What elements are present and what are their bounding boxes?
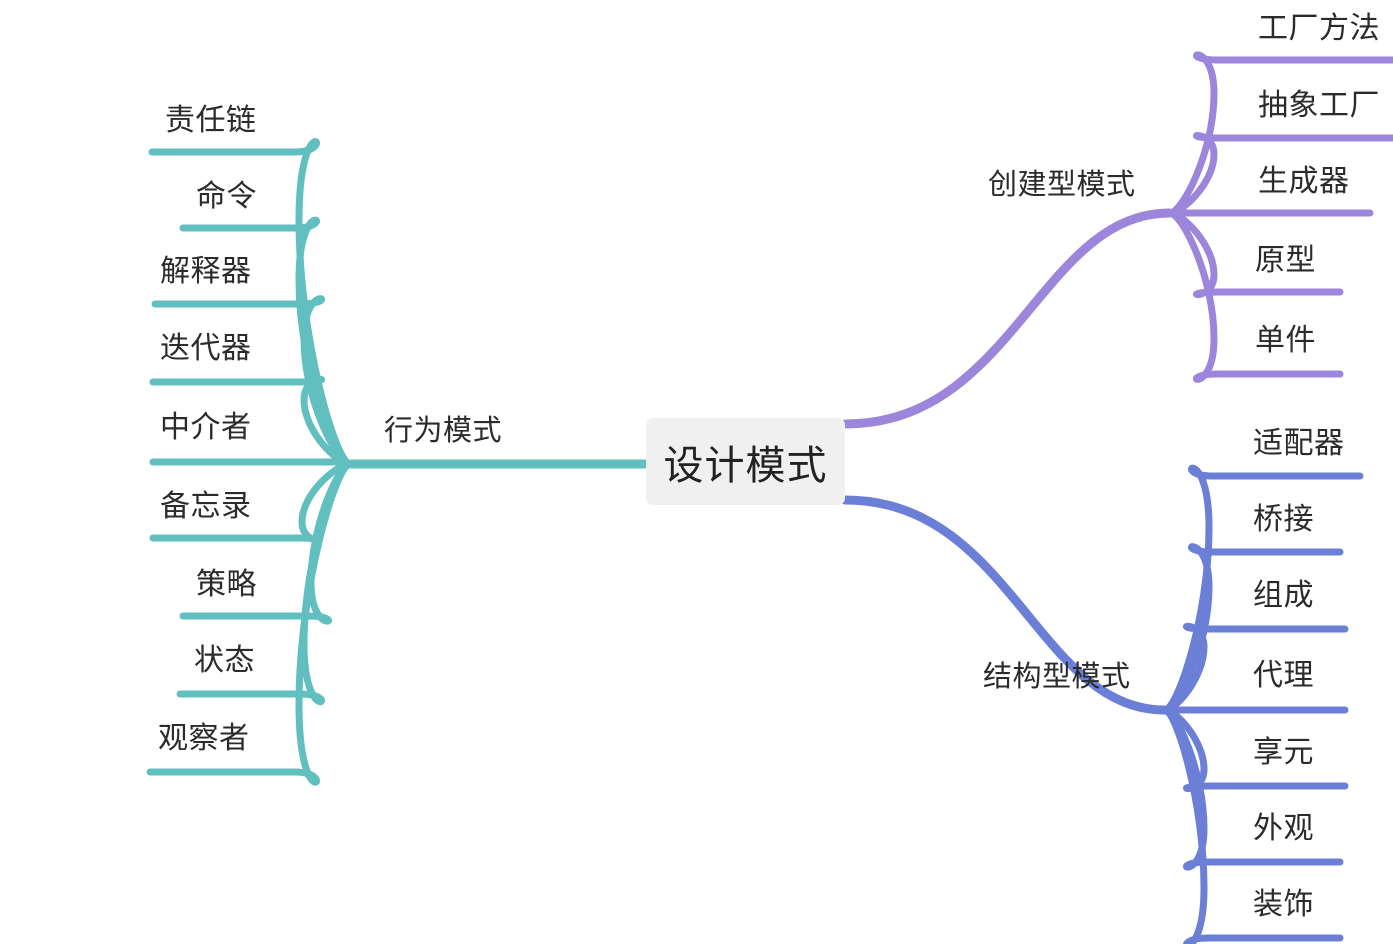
leaf-node-structural-1[interactable]: 桥接: [1253, 502, 1314, 537]
leaf-connector-structural-2: [1161, 622, 1212, 714]
leaf-node-structural-5[interactable]: 外观: [1253, 811, 1314, 846]
branch-trunk-structural: [840, 495, 1170, 715]
leaf-node-behavioral-8[interactable]: 观察者: [158, 721, 250, 756]
leaf-connector-creational-4: [1166, 209, 1222, 383]
leaf-node-structural-0[interactable]: 适配器: [1253, 426, 1345, 461]
leaf-connector-behavioral-8: [291, 460, 354, 786]
leaf-node-behavioral-6[interactable]: 策略: [196, 567, 257, 602]
leaf-node-behavioral-0[interactable]: 责任链: [165, 103, 257, 138]
leaf-node-behavioral-3[interactable]: 迭代器: [160, 331, 252, 366]
root-node[interactable]: 设计模式: [646, 418, 845, 505]
leaf-node-creational-2[interactable]: 生成器: [1258, 164, 1350, 199]
leaf-connector-creational-0: [1166, 51, 1222, 217]
leaf-node-behavioral-1[interactable]: 命令: [196, 179, 257, 214]
branch-node-structural[interactable]: 结构型模式: [983, 659, 1131, 693]
leaf-node-creational-4[interactable]: 单件: [1255, 323, 1316, 358]
leaf-connector-creational-1: [1166, 132, 1222, 217]
leaf-node-behavioral-2[interactable]: 解释器: [160, 254, 252, 289]
leaf-node-creational-1[interactable]: 抽象工厂: [1258, 88, 1380, 123]
leaf-connector-structural-4: [1161, 706, 1212, 793]
leaf-node-behavioral-4[interactable]: 中介者: [160, 410, 252, 445]
leaf-connector-creational-3: [1166, 209, 1222, 299]
leaf-node-creational-3[interactable]: 原型: [1255, 243, 1316, 278]
branch-trunk-creational: [840, 208, 1175, 429]
leaf-node-structural-4[interactable]: 享元: [1253, 735, 1314, 770]
leaf-connector-structural-0: [1161, 464, 1217, 714]
leaf-node-structural-3[interactable]: 代理: [1253, 658, 1314, 693]
branch-node-behavioral[interactable]: 行为模式: [384, 413, 503, 447]
leaf-node-structural-2[interactable]: 组成: [1253, 578, 1314, 613]
branch-node-creational[interactable]: 创建型模式: [988, 167, 1136, 201]
leaf-connector-behavioral-3: [296, 375, 354, 468]
leaf-node-behavioral-5[interactable]: 备忘录: [160, 489, 252, 524]
leaf-connector-structural-1: [1161, 543, 1217, 714]
leaf-node-structural-6[interactable]: 装饰: [1253, 887, 1314, 922]
leaf-node-creational-0[interactable]: 工厂方法: [1258, 11, 1380, 46]
leaf-node-behavioral-7[interactable]: 状态: [194, 643, 255, 678]
leaf-connector-behavioral-2: [296, 295, 354, 468]
